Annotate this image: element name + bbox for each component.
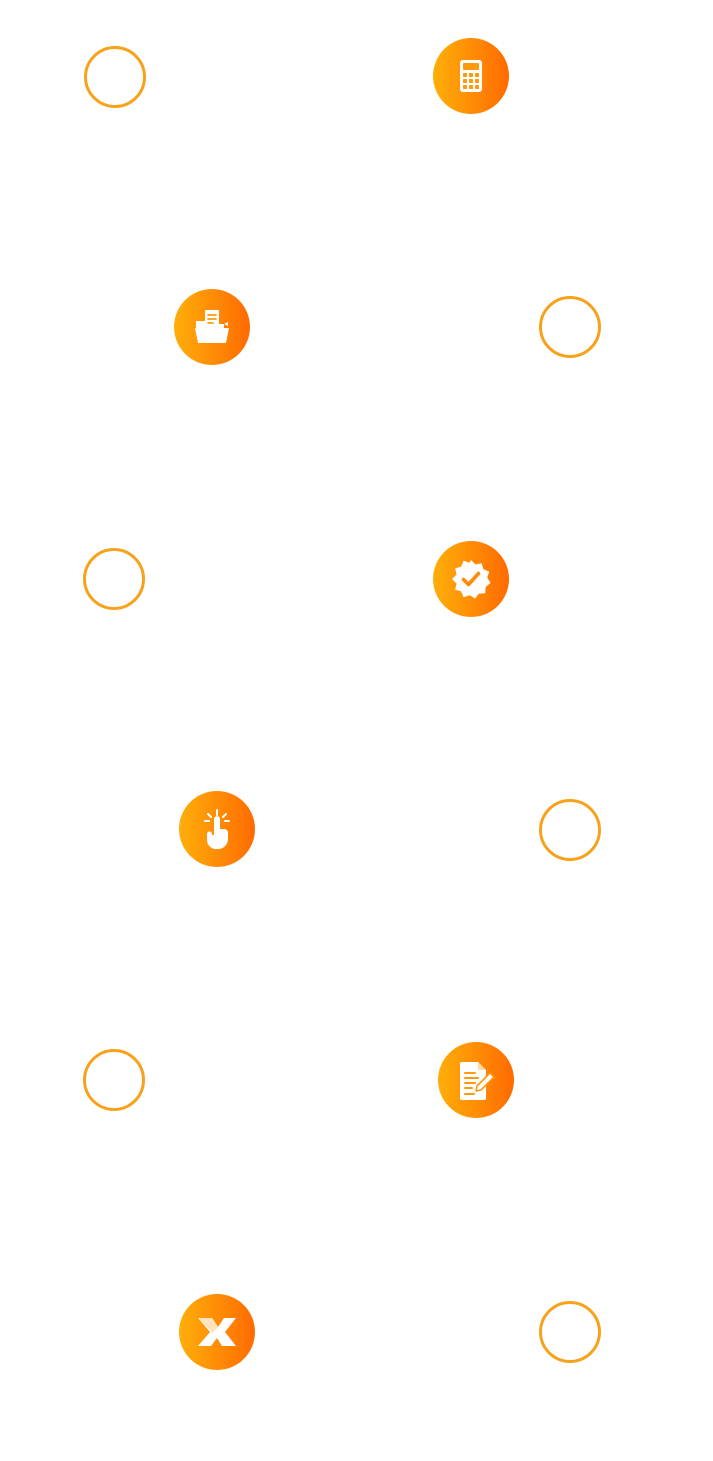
step-badge-folder	[174, 289, 250, 365]
step-badge-x-logo	[179, 1294, 255, 1370]
step-badge-document-edit	[438, 1042, 514, 1118]
step-badge-tap	[179, 791, 255, 867]
verified-badge-icon	[452, 560, 491, 599]
x-logo-icon	[198, 1318, 236, 1346]
step-marker-empty-3	[83, 548, 145, 610]
tap-finger-icon	[204, 809, 230, 849]
step-marker-empty-4	[539, 799, 601, 861]
document-edit-icon	[460, 1062, 495, 1100]
calculator-icon	[460, 60, 482, 92]
step-badge-calculator	[433, 38, 509, 114]
step-marker-empty-5	[83, 1049, 145, 1111]
step-marker-empty-6	[539, 1301, 601, 1363]
step-marker-empty-1	[84, 46, 146, 108]
folder-documents-icon	[195, 310, 229, 343]
step-badge-verified	[433, 541, 509, 617]
step-marker-empty-2	[539, 296, 601, 358]
